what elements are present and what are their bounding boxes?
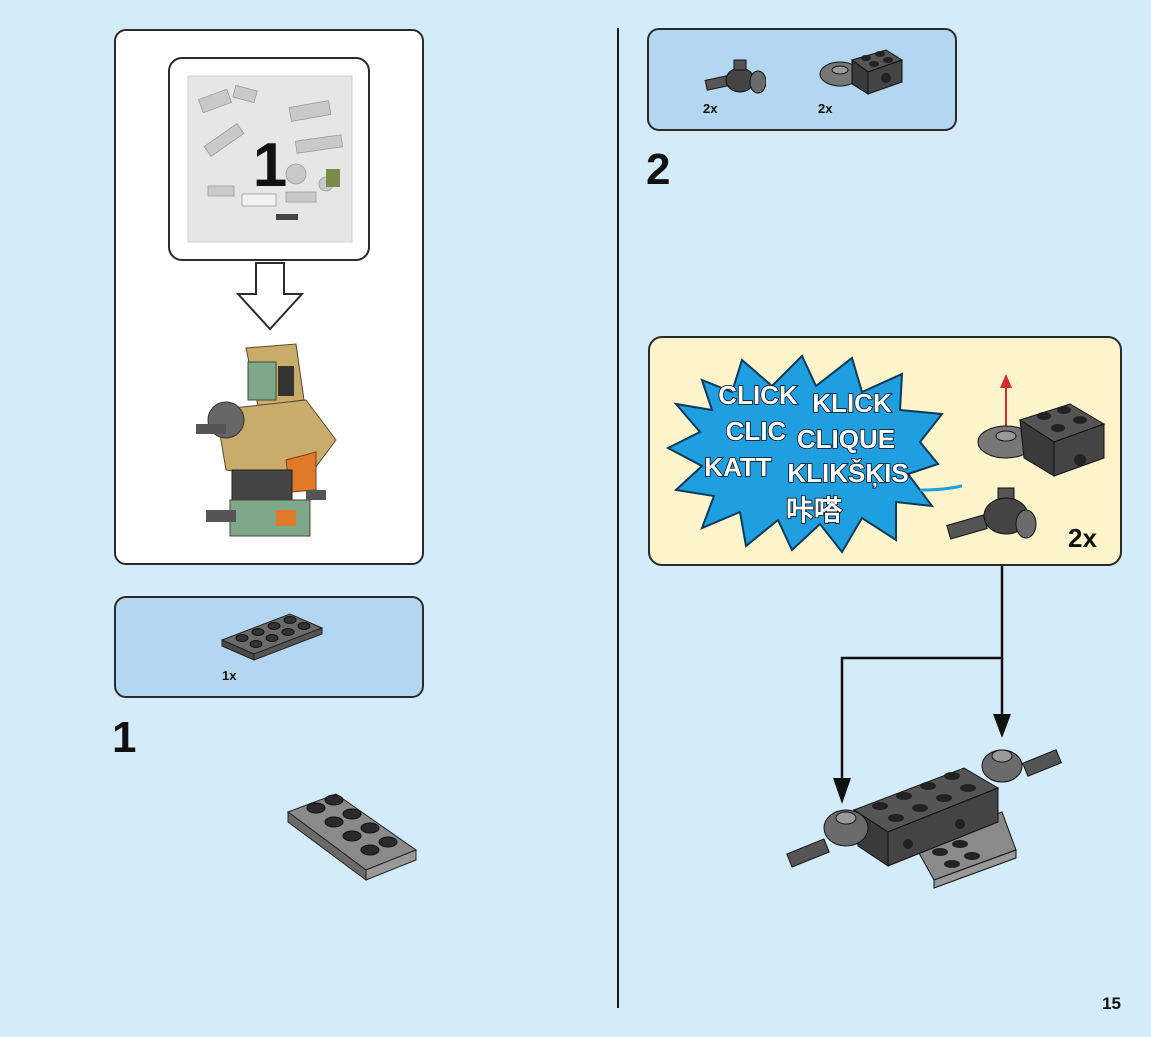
callout-detail — [946, 374, 1106, 540]
step2-assembly — [786, 749, 1062, 889]
sound-katt: KATT — [704, 452, 772, 482]
assembly-arrows — [833, 566, 1011, 804]
sound-klick: KLICK — [812, 388, 892, 418]
model-preview — [196, 343, 337, 537]
step1-parts-box — [114, 596, 424, 698]
step2-part2-qty: 2x — [818, 101, 833, 116]
green-piece — [326, 169, 340, 187]
bag-illustration: 1 — [187, 75, 353, 243]
click-burst: CLICK KLICK CLIC CLIQUE KATT KLIKŠĶIS 咔嗒 — [665, 354, 962, 554]
callout-qty: 2x — [1068, 523, 1097, 553]
sound-klikskis: KLIKŠĶIS — [787, 458, 908, 488]
bag-number: 1 — [253, 131, 287, 200]
step2-number: 2 — [646, 145, 671, 194]
step1-number: 1 — [112, 713, 137, 762]
sound-click: CLICK — [718, 380, 798, 410]
brick-ball-cup-icon — [819, 49, 904, 95]
sound-clique: CLIQUE — [797, 424, 895, 454]
step2-parts-box — [647, 28, 957, 131]
page-divider — [617, 28, 619, 1008]
dark-piece — [276, 214, 298, 220]
arrow-head-left-icon — [833, 778, 851, 804]
down-arrow-icon — [235, 262, 305, 331]
plate-2x4-icon — [220, 613, 324, 661]
sound-clic: CLIC — [726, 416, 787, 446]
ball-joint-socket-icon — [704, 59, 766, 94]
step2-part1-qty: 2x — [703, 101, 718, 116]
sound-chinese: 咔嗒 — [786, 495, 843, 526]
page-number: 15 — [1102, 994, 1121, 1013]
arrow-head-right-icon — [993, 714, 1011, 738]
burst-tail — [919, 484, 962, 492]
step1-part-qty: 1x — [222, 668, 237, 683]
burst-shape — [665, 354, 944, 554]
step1-plate — [286, 793, 418, 881]
